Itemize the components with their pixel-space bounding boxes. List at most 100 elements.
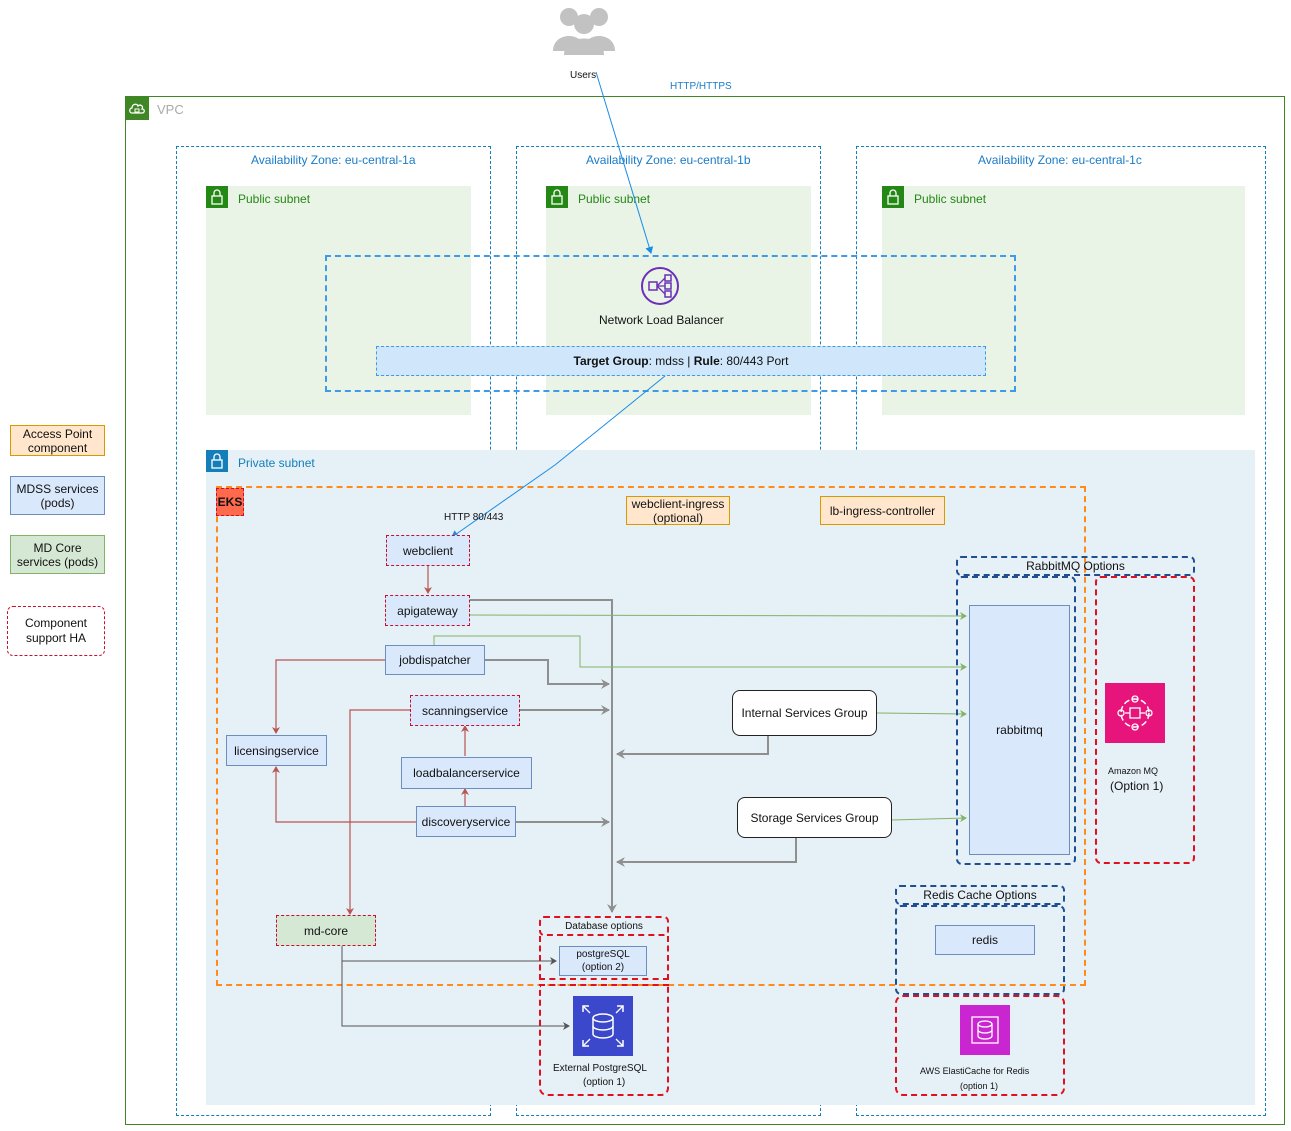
storage-to-rabbitmq <box>891 814 967 823</box>
redis-box: redis <box>935 925 1035 955</box>
az-1b-title: Availability Zone: eu-central-1b <box>586 153 751 167</box>
webclient-ingress: webclient-ingress (optional) <box>626 496 730 525</box>
mdcore-to-postgres <box>341 946 557 965</box>
database-option-1-box <box>539 984 669 1096</box>
vpc-label: VPC <box>157 102 184 117</box>
external-postgres-option-label: (option 1) <box>583 1077 626 1088</box>
http-80-443-label: HTTP 80/443 <box>444 512 504 523</box>
nlb-container <box>325 255 1016 392</box>
rabbitmq-options-label: RabbitMQ Options <box>1026 559 1125 573</box>
tg-bold-rule: Rule <box>693 354 720 368</box>
rds-icon <box>573 996 633 1056</box>
external-postgres-label: External PostgreSQL <box>553 1063 647 1074</box>
nlb-label: Network Load Balancer <box>599 313 724 327</box>
legend-access-point-label: Access Point component <box>22 426 93 455</box>
lock-icon <box>206 186 228 208</box>
rabbitmq-label: rabbitmq <box>996 723 1043 737</box>
postgres-option-label: (option 2) <box>581 962 625 973</box>
legend-mdcore-label: MD Core services (pods) <box>16 540 99 569</box>
eks-badge: EKS <box>216 488 244 516</box>
users-icon <box>549 5 617 55</box>
postgres-box: postgreSQL (option 2) <box>559 946 647 976</box>
elasticache-icon <box>960 1005 1010 1055</box>
redis-label: redis <box>971 933 998 947</box>
private-subnet-label: Private subnet <box>238 456 315 470</box>
public-subnet-1c-label: Public subnet <box>914 192 987 206</box>
jobdispatcher-label: jobdispatcher <box>399 653 471 667</box>
legend-mdss-label: MDSS services (pods) <box>16 481 99 510</box>
redis-option-box <box>895 905 1065 995</box>
lb-ingress-controller: lb-ingress-controller <box>820 496 945 525</box>
eks-label: EKS <box>217 495 243 509</box>
lb-ingress-controller-label: lb-ingress-controller <box>829 503 936 518</box>
loadbalancerservice-label: loadbalancerservice <box>413 766 520 780</box>
vpc-cloud-icon <box>125 96 149 120</box>
apigateway-label: apigateway <box>397 603 458 618</box>
apigateway-box: apigateway <box>385 595 470 626</box>
target-group-box: Target Group: mdss | Rule: 80/443 Port <box>376 346 986 376</box>
mdcore-to-external-postgres <box>341 961 570 1030</box>
legend-mdss: MDSS services (pods) <box>10 476 105 515</box>
lock-icon <box>206 450 228 472</box>
scanningservice-label: scanningservice <box>421 703 509 718</box>
legend-mdcore: MD Core services (pods) <box>10 535 105 574</box>
amazon-mq-icon <box>1105 683 1165 743</box>
public-subnet-1c <box>882 186 1245 415</box>
elasticache-option-box <box>895 995 1065 1096</box>
users-label: Users <box>570 70 597 81</box>
webclient-ingress-label: webclient-ingress (optional) <box>631 496 725 525</box>
mdcore-label: md-core <box>303 923 348 938</box>
internal-services-group: Internal Services Group <box>732 690 877 736</box>
apigateway-to-rabbitmq <box>469 611 967 620</box>
public-subnet-1a <box>206 186 471 415</box>
loadbalancerservice-box: loadbalancerservice <box>401 757 532 789</box>
lock-icon <box>882 186 904 208</box>
users-to-nlb-line <box>595 71 654 254</box>
amazon-mq-option-box <box>1095 576 1195 864</box>
public-subnet-1b-label: Public subnet <box>578 192 651 206</box>
public-subnet-1b <box>546 186 811 415</box>
nlb-icon <box>640 266 680 306</box>
tg-text-2: : 80/443 Port <box>719 354 789 368</box>
discoveryservice-label: discoveryservice <box>421 814 511 829</box>
internal-group-to-db <box>616 736 769 759</box>
elasticache-option-label: (option 1) <box>960 1081 999 1091</box>
scanningservice-box: scanningservice <box>410 695 520 726</box>
internal-to-rabbitmq <box>876 709 967 718</box>
jobdispatcher-box: jobdispatcher <box>385 645 485 675</box>
licensingservice-label: licensingservice <box>234 743 319 758</box>
amazon-mq-option-label: (Option 1) <box>1110 779 1164 793</box>
rabbitmq-option-2-box <box>956 576 1076 865</box>
database-option-2-box <box>539 936 669 980</box>
vpc-container <box>125 96 1285 1125</box>
amazon-mq-label: Amazon MQ <box>1108 766 1159 776</box>
apigateway-to-db <box>470 599 617 913</box>
legend-access-point: Access Point component <box>10 425 105 456</box>
lock-icon <box>546 186 568 208</box>
elasticache-label: AWS ElastiCache for Redis <box>920 1066 1030 1076</box>
redis-options-header: Redis Cache Options <box>895 885 1065 905</box>
webclient-label: webclient <box>402 543 454 558</box>
az-1a-title: Availability Zone: eu-central-1a <box>251 153 416 167</box>
discoveryservice-box: discoveryservice <box>416 806 516 837</box>
database-options-header: Database options <box>539 916 669 936</box>
legend-ha: Component support HA <box>7 606 105 656</box>
licensingservice-box: licensingservice <box>226 735 327 766</box>
http-https-label: HTTP/HTTPS <box>670 81 732 92</box>
legend-ha-label: Component support HA <box>24 616 88 645</box>
rabbitmq-options-header: RabbitMQ Options <box>956 556 1195 576</box>
storage-group-to-db <box>616 838 797 867</box>
mdcore-box: md-core <box>276 915 376 946</box>
scanning-to-mdcore <box>346 709 410 915</box>
az-1c-title: Availability Zone: eu-central-1c <box>978 153 1142 167</box>
jobdispatcher-to-licensing <box>272 659 385 734</box>
discovery-to-licensing <box>272 766 416 823</box>
storage-services-group-label: Storage Services Group <box>750 810 879 825</box>
postgres-label: postgreSQL <box>576 949 630 960</box>
jobdispatcher-to-db <box>470 659 610 689</box>
jobdispatcher-to-rabbitmq <box>433 635 967 671</box>
private-subnet <box>206 450 1255 1105</box>
webclient-box: webclient <box>386 535 470 566</box>
public-subnet-1a-label: Public subnet <box>238 192 311 206</box>
